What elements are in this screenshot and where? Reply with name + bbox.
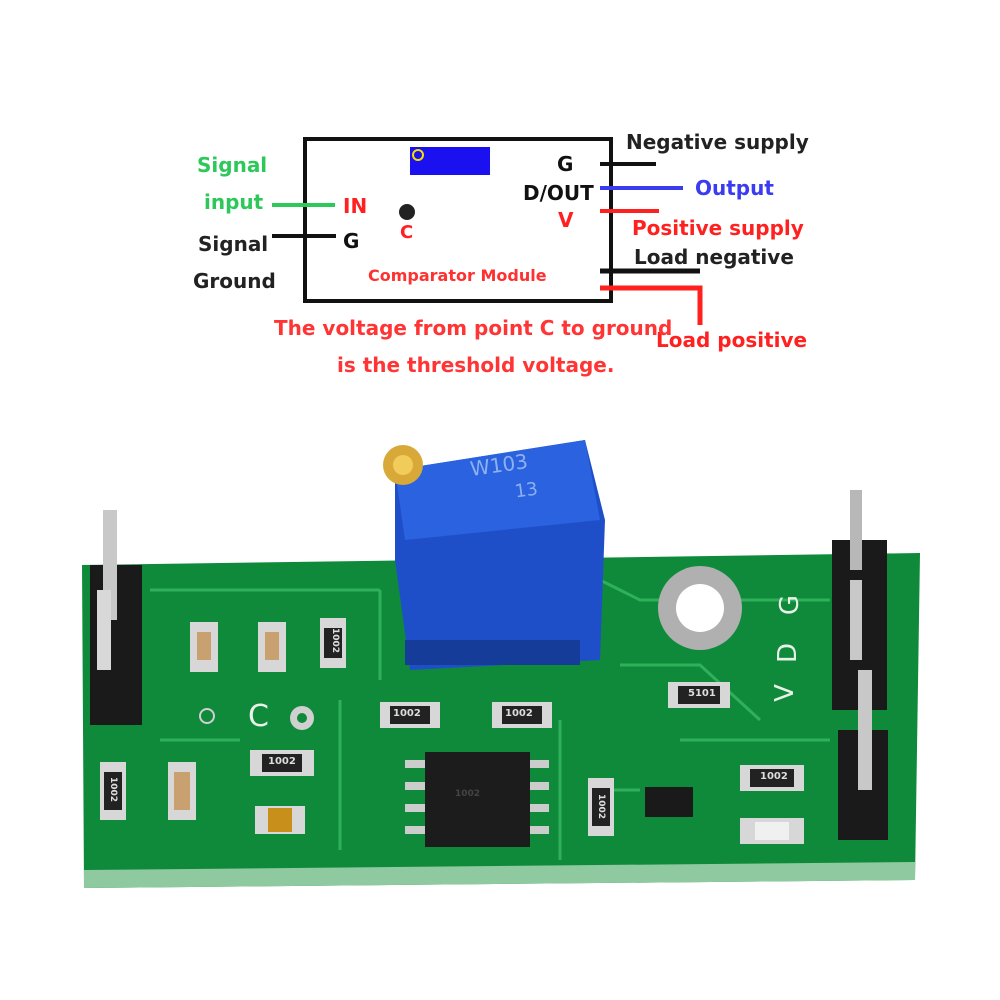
resistor-code: 5101 — [688, 688, 716, 699]
potentiometer-symbol — [410, 147, 490, 175]
resistor-code: 1002 — [455, 789, 481, 799]
silk-pin-v: V — [769, 684, 800, 702]
ic-chip — [405, 752, 549, 847]
mounting-hole — [658, 566, 742, 650]
label-signal-input-1: Signal — [197, 153, 268, 177]
resistor-code: 1002 — [268, 756, 296, 767]
silk-c: C — [248, 699, 269, 734]
label-signal-ground-1: Signal — [198, 232, 269, 256]
header-pins-right — [832, 490, 888, 840]
point-c-dot — [399, 204, 415, 220]
silk-pin-d: D — [773, 642, 804, 664]
module-label: Comparator Module — [368, 266, 547, 285]
pot-marking-2: 13 — [513, 478, 540, 503]
header-pins-left — [90, 510, 142, 725]
label-signal-ground-2: Ground — [193, 269, 276, 293]
resistor-code: 1002 — [330, 627, 341, 654]
threshold-note-line1: The voltage from point C to ground — [274, 316, 673, 340]
pin-g-right: G — [557, 152, 574, 176]
label-negative-supply: Negative supply — [626, 130, 809, 154]
threshold-note-line2: is the threshold voltage. — [337, 353, 615, 377]
resistor-code: 1002 — [505, 708, 533, 719]
resistor-code: 1002 — [108, 776, 119, 803]
pin-g-left: G — [343, 229, 360, 253]
potentiometer-screw-symbol — [412, 149, 424, 161]
label-signal-input-2: input — [204, 190, 264, 214]
resistor-code: 1002 — [596, 793, 607, 820]
load-positive-wire — [600, 285, 703, 325]
label-load-positive: Load positive — [656, 328, 808, 352]
label-output: Output — [695, 176, 774, 200]
smd-components — [100, 618, 804, 844]
pin-in: IN — [343, 194, 368, 218]
pin-dout: D/OUT — [523, 181, 594, 205]
resistor-code: 1002 — [760, 771, 788, 782]
pin-v: V — [558, 208, 574, 232]
point-c-label: C — [400, 222, 414, 243]
silk-pin-g: G — [775, 594, 806, 616]
label-positive-supply: Positive supply — [632, 216, 804, 240]
potentiometer — [383, 440, 605, 670]
module-box — [303, 137, 613, 303]
resistor-code: 1002 — [393, 708, 421, 719]
pcb-photo — [82, 440, 920, 888]
label-load-negative: Load negative — [634, 245, 794, 269]
